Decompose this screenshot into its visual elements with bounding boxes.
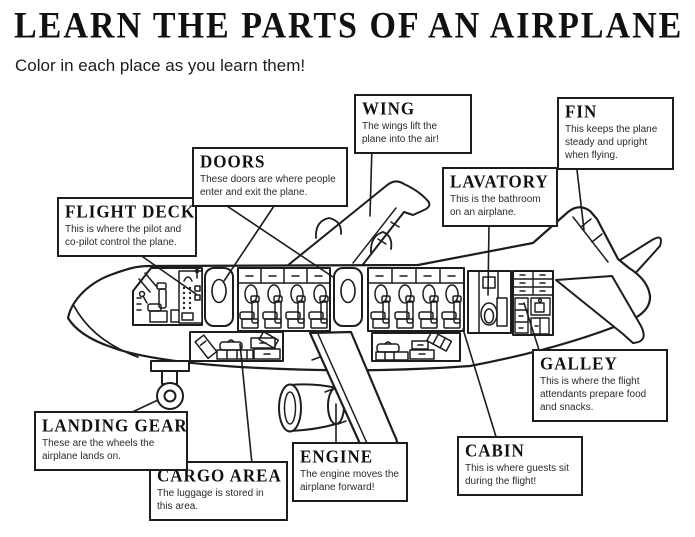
label-desc-flight-deck: This is where the pilot and co-pilot con… [65, 223, 182, 248]
windshield-lines [138, 272, 157, 293]
label-box-galley: GALLEY This is where the flight attendan… [532, 349, 668, 422]
page-title: LEARN THE PARTS OF AN AIRPLANE [14, 6, 684, 46]
toilet [480, 302, 498, 326]
engine-pod [278, 383, 345, 433]
label-desc-wing: The wings lift the plane into the air! [362, 120, 439, 145]
label-box-landing-gear: LANDING GEAR These are the wheels the ai… [34, 411, 188, 471]
cargo-hold-rear [371, 330, 461, 362]
label-title-wing: WING [362, 99, 416, 119]
cabin-section-front [237, 267, 331, 332]
label-desc-engine: The engine moves the airplane forward! [300, 468, 399, 493]
leader-line-flight-deck [132, 249, 197, 295]
label-box-fin: FIN This keeps the plane steady and upri… [557, 97, 674, 170]
fin-rudder [572, 216, 609, 263]
coffee-maker [530, 297, 551, 316]
leader-line-cabin [462, 328, 498, 441]
leader-line-cargo-area [239, 343, 253, 465]
label-desc-cabin: This is where guests sit during the flig… [465, 462, 569, 487]
leader-line-fin [576, 169, 585, 231]
label-desc-landing-gear: These are the wheels the airplane lands … [42, 437, 155, 462]
label-title-landing-gear: LANDING GEAR [42, 416, 188, 436]
flight-deck-cutaway [132, 267, 203, 326]
page-subtitle: Color in each place as you learn them! [15, 56, 306, 75]
leader-line-galley [523, 302, 541, 354]
far-wing [286, 180, 431, 268]
leader-line-lavatory [487, 223, 490, 296]
label-box-lavatory: LAVATORY This is the bathroom on an airp… [442, 167, 558, 227]
label-desc-lavatory: This is the bathroom on an airplane. [450, 193, 541, 218]
instrument-panel [178, 268, 203, 324]
label-box-engine: ENGINE The engine moves the airplane for… [292, 442, 408, 502]
leader-line-doors-2 [223, 199, 279, 282]
leader-line-doors-1 [217, 199, 334, 278]
label-box-doors: DOORS These doors are where people enter… [192, 147, 348, 207]
label-title-fin: FIN [565, 102, 598, 122]
label-title-engine: ENGINE [300, 447, 374, 467]
label-title-lavatory: LAVATORY [450, 172, 549, 192]
cabin-section-rear [367, 267, 465, 332]
label-desc-cargo-area: The luggage is stored in this area. [157, 487, 264, 512]
far-engine-pods [315, 217, 393, 254]
label-box-flight-deck: FLIGHT DECK This is where the pilot and … [57, 197, 197, 257]
label-title-cabin: CABIN [465, 441, 525, 461]
label-desc-fin: This keeps the plane steady and upright … [565, 123, 658, 161]
lavatory-compartment [467, 270, 512, 334]
label-title-doors: DOORS [200, 152, 266, 172]
nose-contour-line [73, 305, 139, 358]
control-yoke [138, 290, 148, 304]
door-mid [333, 267, 363, 327]
label-desc-doors: These doors are where people enter and e… [200, 173, 336, 198]
label-title-flight-deck: FLIGHT DECK [65, 202, 196, 222]
galley-compartment [512, 270, 554, 336]
label-title-galley: GALLEY [540, 354, 618, 374]
landing-gear-front [150, 360, 190, 410]
leader-lines [127, 145, 585, 465]
leader-line-wing [369, 145, 373, 217]
label-box-cabin: CABIN This is where guests sit during th… [457, 436, 583, 496]
label-box-wing: WING The wings lift the plane into the a… [354, 94, 472, 154]
cargo-hold-front [189, 330, 284, 362]
label-title-cargo-area: CARGO AREA [157, 466, 282, 486]
pilot-seat [147, 282, 168, 323]
tail-stabilizer [555, 275, 645, 344]
door-front [204, 267, 234, 327]
label-box-cargo-area: CARGO AREA The luggage is stored in this… [149, 461, 288, 521]
label-desc-galley: This is where the flight attendants prep… [540, 375, 647, 413]
